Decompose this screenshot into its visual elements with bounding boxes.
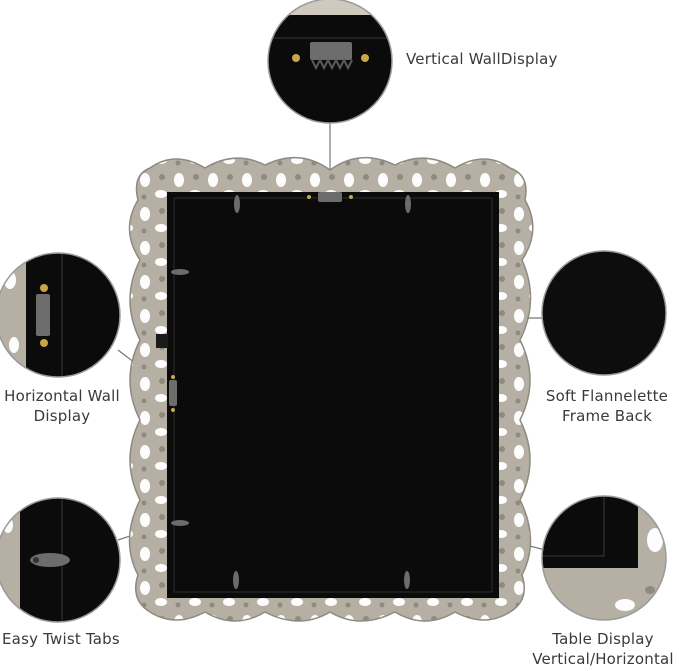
zoom-table-display [541, 495, 667, 621]
vertical-wall-display-text: Vertical WallDisplay [406, 50, 558, 68]
easy-twist-tabs-text: Easy Twist Tabs [2, 630, 120, 648]
ornate-frame [128, 156, 534, 622]
easy-twist-tabs-label: Easy Twist Tabs [2, 629, 120, 649]
horizontal-wall-display-line1: Horizontal Wall [4, 387, 120, 405]
vertical-wall-display-label: Vertical WallDisplay [406, 49, 558, 69]
horizontal-wall-display-line2: Display [33, 407, 91, 425]
soft-flannelette-line2: Frame Back [562, 407, 652, 425]
zoom-flannelette [541, 250, 667, 376]
table-display-label: Table Display Vertical/Horizontal [528, 629, 678, 669]
zoom-vertical-hanger [267, 0, 393, 124]
soft-flannelette-line1: Soft Flannelette [545, 387, 669, 405]
zoom-horizontal-hanger [0, 252, 121, 378]
table-display-line2: Vertical/Horizontal [532, 650, 674, 668]
zoom-twist-tab [0, 497, 121, 623]
table-display-line1: Table Display [552, 630, 654, 648]
soft-flannelette-label: Soft Flannelette Frame Back [542, 386, 672, 426]
horizontal-wall-display-label: Horizontal Wall Display [2, 386, 122, 426]
